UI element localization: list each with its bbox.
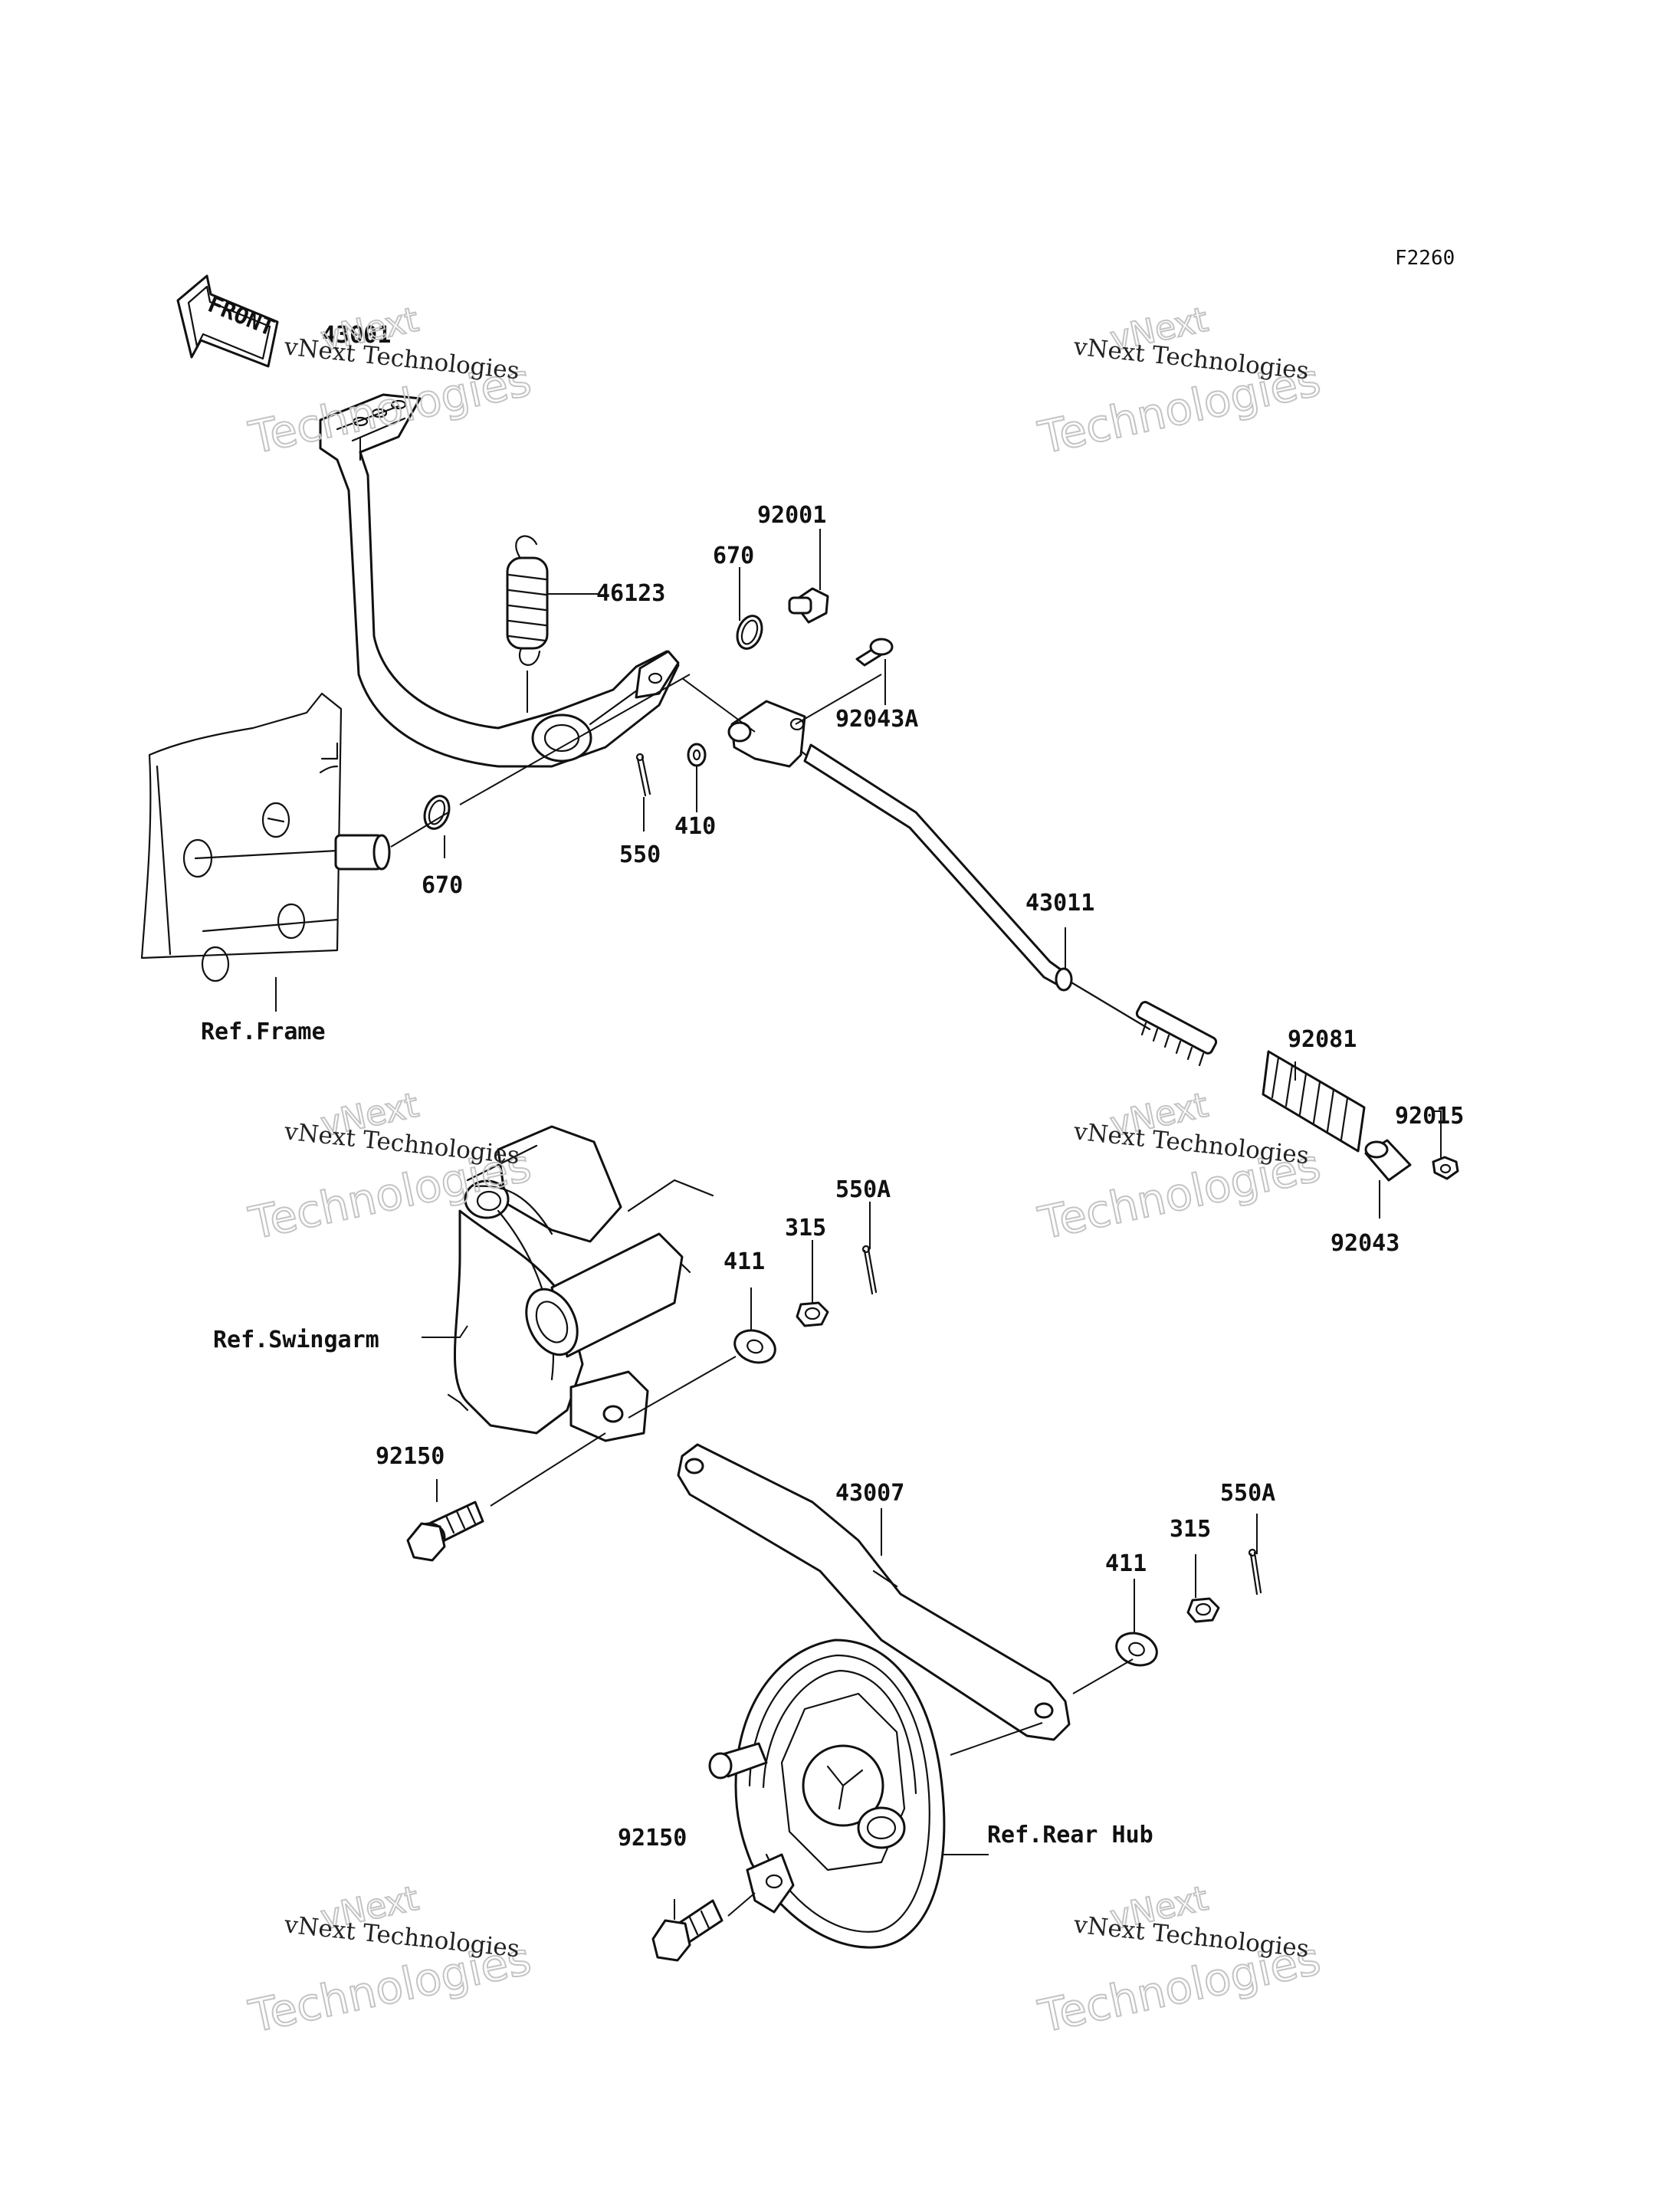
label-92043A: 92043A (835, 706, 918, 733)
label-ref-swingarm: Ref.Swingarm (213, 1327, 379, 1353)
return-spring (506, 535, 549, 713)
label-ref-rear-hub: Ref.Rear Hub (987, 1822, 1153, 1848)
watermark-bottom-right: vNext Technologies vNext Technologies (1033, 1878, 1326, 2044)
label-92015: 92015 (1395, 1103, 1464, 1130)
label-315-lower: 315 (1170, 1516, 1211, 1543)
label-46123: 46123 (596, 580, 665, 607)
rear-hub-reference (708, 1638, 946, 1949)
label-43001: 43001 (322, 322, 391, 349)
label-43011: 43011 (1025, 890, 1094, 917)
brake-rod (727, 700, 1218, 1067)
label-670-upper: 670 (713, 543, 754, 569)
label-92043: 92043 (1331, 1230, 1399, 1257)
label-92150-lower: 92150 (618, 1825, 687, 1852)
label-550A-upper: 550A (835, 1176, 891, 1203)
circlip-670-upper (736, 615, 763, 650)
bolt-92001 (788, 587, 829, 624)
front-arrow-icon: FRONT (176, 274, 279, 368)
cotter-pin-550A-lower (1248, 1548, 1262, 1596)
nut-315-lower (1186, 1597, 1220, 1623)
nut-92015 (1432, 1156, 1459, 1180)
label-550: 550 (619, 841, 661, 868)
label-411-lower: 411 (1105, 1550, 1147, 1577)
label-550A-lower: 550A (1220, 1480, 1275, 1507)
watermark-middle-right: vNext Technologies vNext Technologies (1033, 1085, 1326, 1251)
cotter-pin-550A-upper (861, 1245, 878, 1295)
label-410: 410 (674, 813, 716, 840)
leader-lines (275, 437, 1442, 1920)
watermark-middle-left: vNext Technologies vNext Technologies (244, 1085, 536, 1251)
bolt-92150-lower (651, 1899, 724, 1962)
spring-92081 (1262, 1050, 1366, 1153)
joint-92043 (1364, 1139, 1412, 1182)
label-670-lower: 670 (422, 872, 463, 899)
washer-411-upper (733, 1329, 776, 1364)
brake-pedal (319, 393, 680, 768)
cotter-pin-550 (635, 753, 651, 797)
washer-411-lower (1115, 1632, 1158, 1667)
label-ref-frame: Ref.Frame (201, 1018, 326, 1045)
clevis-pin-92043A (855, 638, 894, 667)
frame-reference (140, 692, 391, 982)
label-315-upper: 315 (785, 1215, 826, 1242)
label-92081: 92081 (1288, 1026, 1357, 1053)
watermark-bottom-left: vNext Technologies vNext Technologies (244, 1878, 536, 2044)
swingarm-reference (447, 1125, 714, 1442)
watermark-top-right: vNext Technologies vNext Technologies (1033, 300, 1326, 465)
nut-315-upper (796, 1301, 829, 1327)
bolt-92150-upper (406, 1501, 484, 1562)
label-411-upper: 411 (724, 1248, 765, 1275)
figure-code: F2260 (1395, 247, 1455, 270)
label-92001: 92001 (757, 502, 826, 529)
torque-link (677, 1443, 1071, 1741)
washer-410 (687, 743, 707, 767)
label-43007: 43007 (835, 1480, 904, 1507)
label-92150-upper: 92150 (376, 1443, 445, 1470)
